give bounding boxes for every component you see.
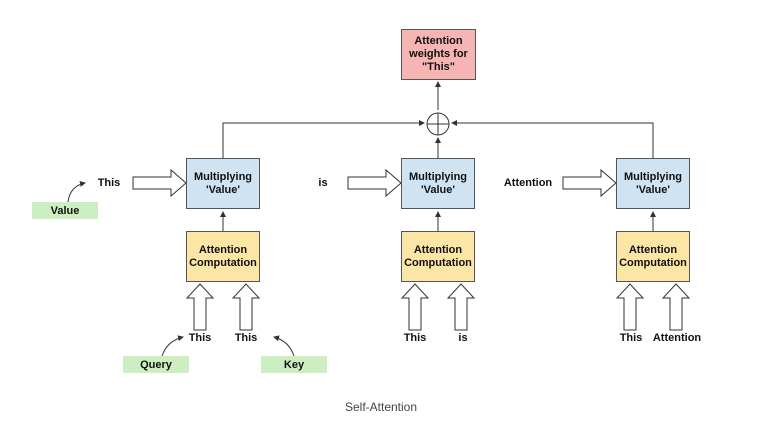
figure-caption: Self-Attention: [344, 400, 418, 414]
input-arrow-icon: [446, 283, 476, 331]
input-word-label: is: [458, 332, 468, 344]
value-word-label: Attention: [503, 177, 553, 189]
input-word-label: This: [234, 332, 258, 344]
input-arrow-icon: [661, 283, 691, 331]
query-tag: Query: [123, 356, 189, 373]
value-arrow-icon: [132, 168, 187, 198]
multiply-value-box: Multiplying 'Value': [401, 158, 475, 209]
connector-col1: [222, 120, 425, 158]
input-word-label: This: [619, 332, 643, 344]
value-arrow-icon: [562, 168, 617, 198]
input-arrow-icon: [185, 283, 215, 331]
key-tag: Key: [261, 356, 327, 373]
input-word-label: This: [188, 332, 212, 344]
value-tag: Value: [32, 202, 98, 219]
connector-col3: [451, 120, 654, 158]
value-word-label: is: [318, 177, 328, 189]
input-word-label: This: [403, 332, 427, 344]
input-arrow-icon: [615, 283, 645, 331]
input-arrow-icon: [400, 283, 430, 331]
attention-computation-box: Attention Computation: [401, 231, 475, 282]
value-word-label: This: [97, 177, 121, 189]
query-pointer-arrow: [161, 335, 184, 357]
multiply-value-box: Multiplying 'Value': [616, 158, 690, 209]
input-word-label: Attention: [652, 332, 702, 344]
attention-computation-box: Attention Computation: [186, 231, 260, 282]
value-arrow-icon: [347, 168, 402, 198]
sum-node-icon: [426, 112, 450, 136]
attention-weights-box: Attention weights for "This": [401, 29, 476, 80]
multiply-value-box: Multiplying 'Value': [186, 158, 260, 209]
value-pointer-arrow: [67, 181, 86, 203]
key-pointer-arrow: [273, 335, 295, 357]
input-arrow-icon: [231, 283, 261, 331]
attention-computation-box: Attention Computation: [616, 231, 690, 282]
